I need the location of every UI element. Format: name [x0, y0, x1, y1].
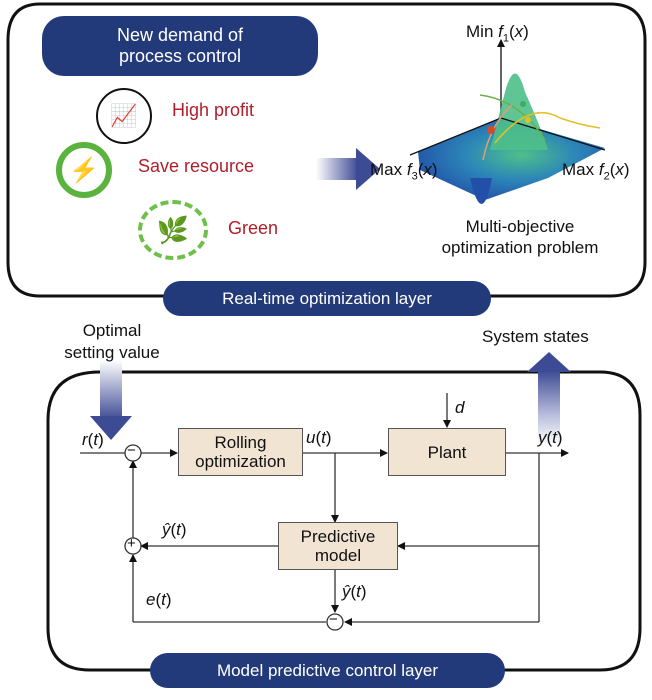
- sum-sign-top: −: [127, 442, 136, 459]
- rolling-line1: Rolling: [214, 433, 267, 452]
- signal-u: u(t): [306, 428, 332, 447]
- optimal-setting-line1: Optimal: [82, 321, 142, 340]
- sum-junction-left: [124, 537, 142, 555]
- signal-e: e(t): [146, 590, 172, 609]
- to-optimization-arrow: [316, 148, 380, 190]
- signal-y: y(t): [538, 428, 563, 447]
- predictive-model-block: Predictive model: [278, 522, 398, 570]
- rising-chart-icon: 📈: [96, 88, 152, 144]
- sum-sign-bottom: −: [329, 611, 338, 628]
- leaf-recycle-icon: 🌿: [138, 200, 208, 260]
- predictive-line2: model: [314, 546, 362, 565]
- optimal-setting-line2: setting value: [64, 343, 160, 362]
- sum-junction-bottom: [326, 613, 344, 631]
- green-label: Green: [228, 218, 279, 238]
- demand-title: New demand of process control: [42, 16, 318, 76]
- optimal-setting-arrow: [90, 360, 132, 440]
- energy-cycle-icon: ⚡: [56, 142, 112, 198]
- axis-label-min-f1: Min f1(x): [466, 22, 529, 45]
- sum-junction-top: [124, 444, 142, 462]
- pareto-surface-plot: [409, 39, 606, 204]
- axis-label-max-f3: Max f3(x): [370, 160, 438, 183]
- rolling-line2: optimization: [195, 452, 286, 471]
- rto-frame: [6, 2, 647, 298]
- rolling-optimization-block: Rolling optimization: [178, 428, 303, 476]
- signal-r: r(t): [82, 430, 104, 449]
- high-profit-label: High profit: [172, 100, 255, 120]
- signal-d: d: [455, 398, 465, 417]
- plant-block: Plant: [388, 428, 506, 476]
- demand-title-line1: New demand of: [116, 25, 244, 45]
- system-states-label: System states: [482, 327, 589, 346]
- problem-caption: Multi-objective optimization problem: [440, 216, 600, 258]
- demand-title-line2: process control: [118, 46, 242, 66]
- sum-sign-left: +: [127, 535, 136, 552]
- mpc-layer-label: Model predictive control layer: [150, 653, 505, 688]
- signal-yhat-bottom: ŷ(t): [342, 582, 367, 601]
- predictive-line1: Predictive: [300, 527, 376, 546]
- rto-layer-label: Real-time optimization layer: [163, 281, 491, 316]
- problem-caption-line2: optimization problem: [441, 238, 599, 257]
- signal-yhat-left: ŷ(t): [162, 520, 187, 539]
- optimal-setting-label: Optimal setting value: [56, 320, 168, 364]
- problem-caption-line1: Multi-objective: [465, 217, 575, 236]
- axis-label-max-f2: Max f2(x): [562, 160, 630, 183]
- system-states-arrow: [527, 352, 571, 445]
- save-resource-label: Save resource: [138, 156, 255, 176]
